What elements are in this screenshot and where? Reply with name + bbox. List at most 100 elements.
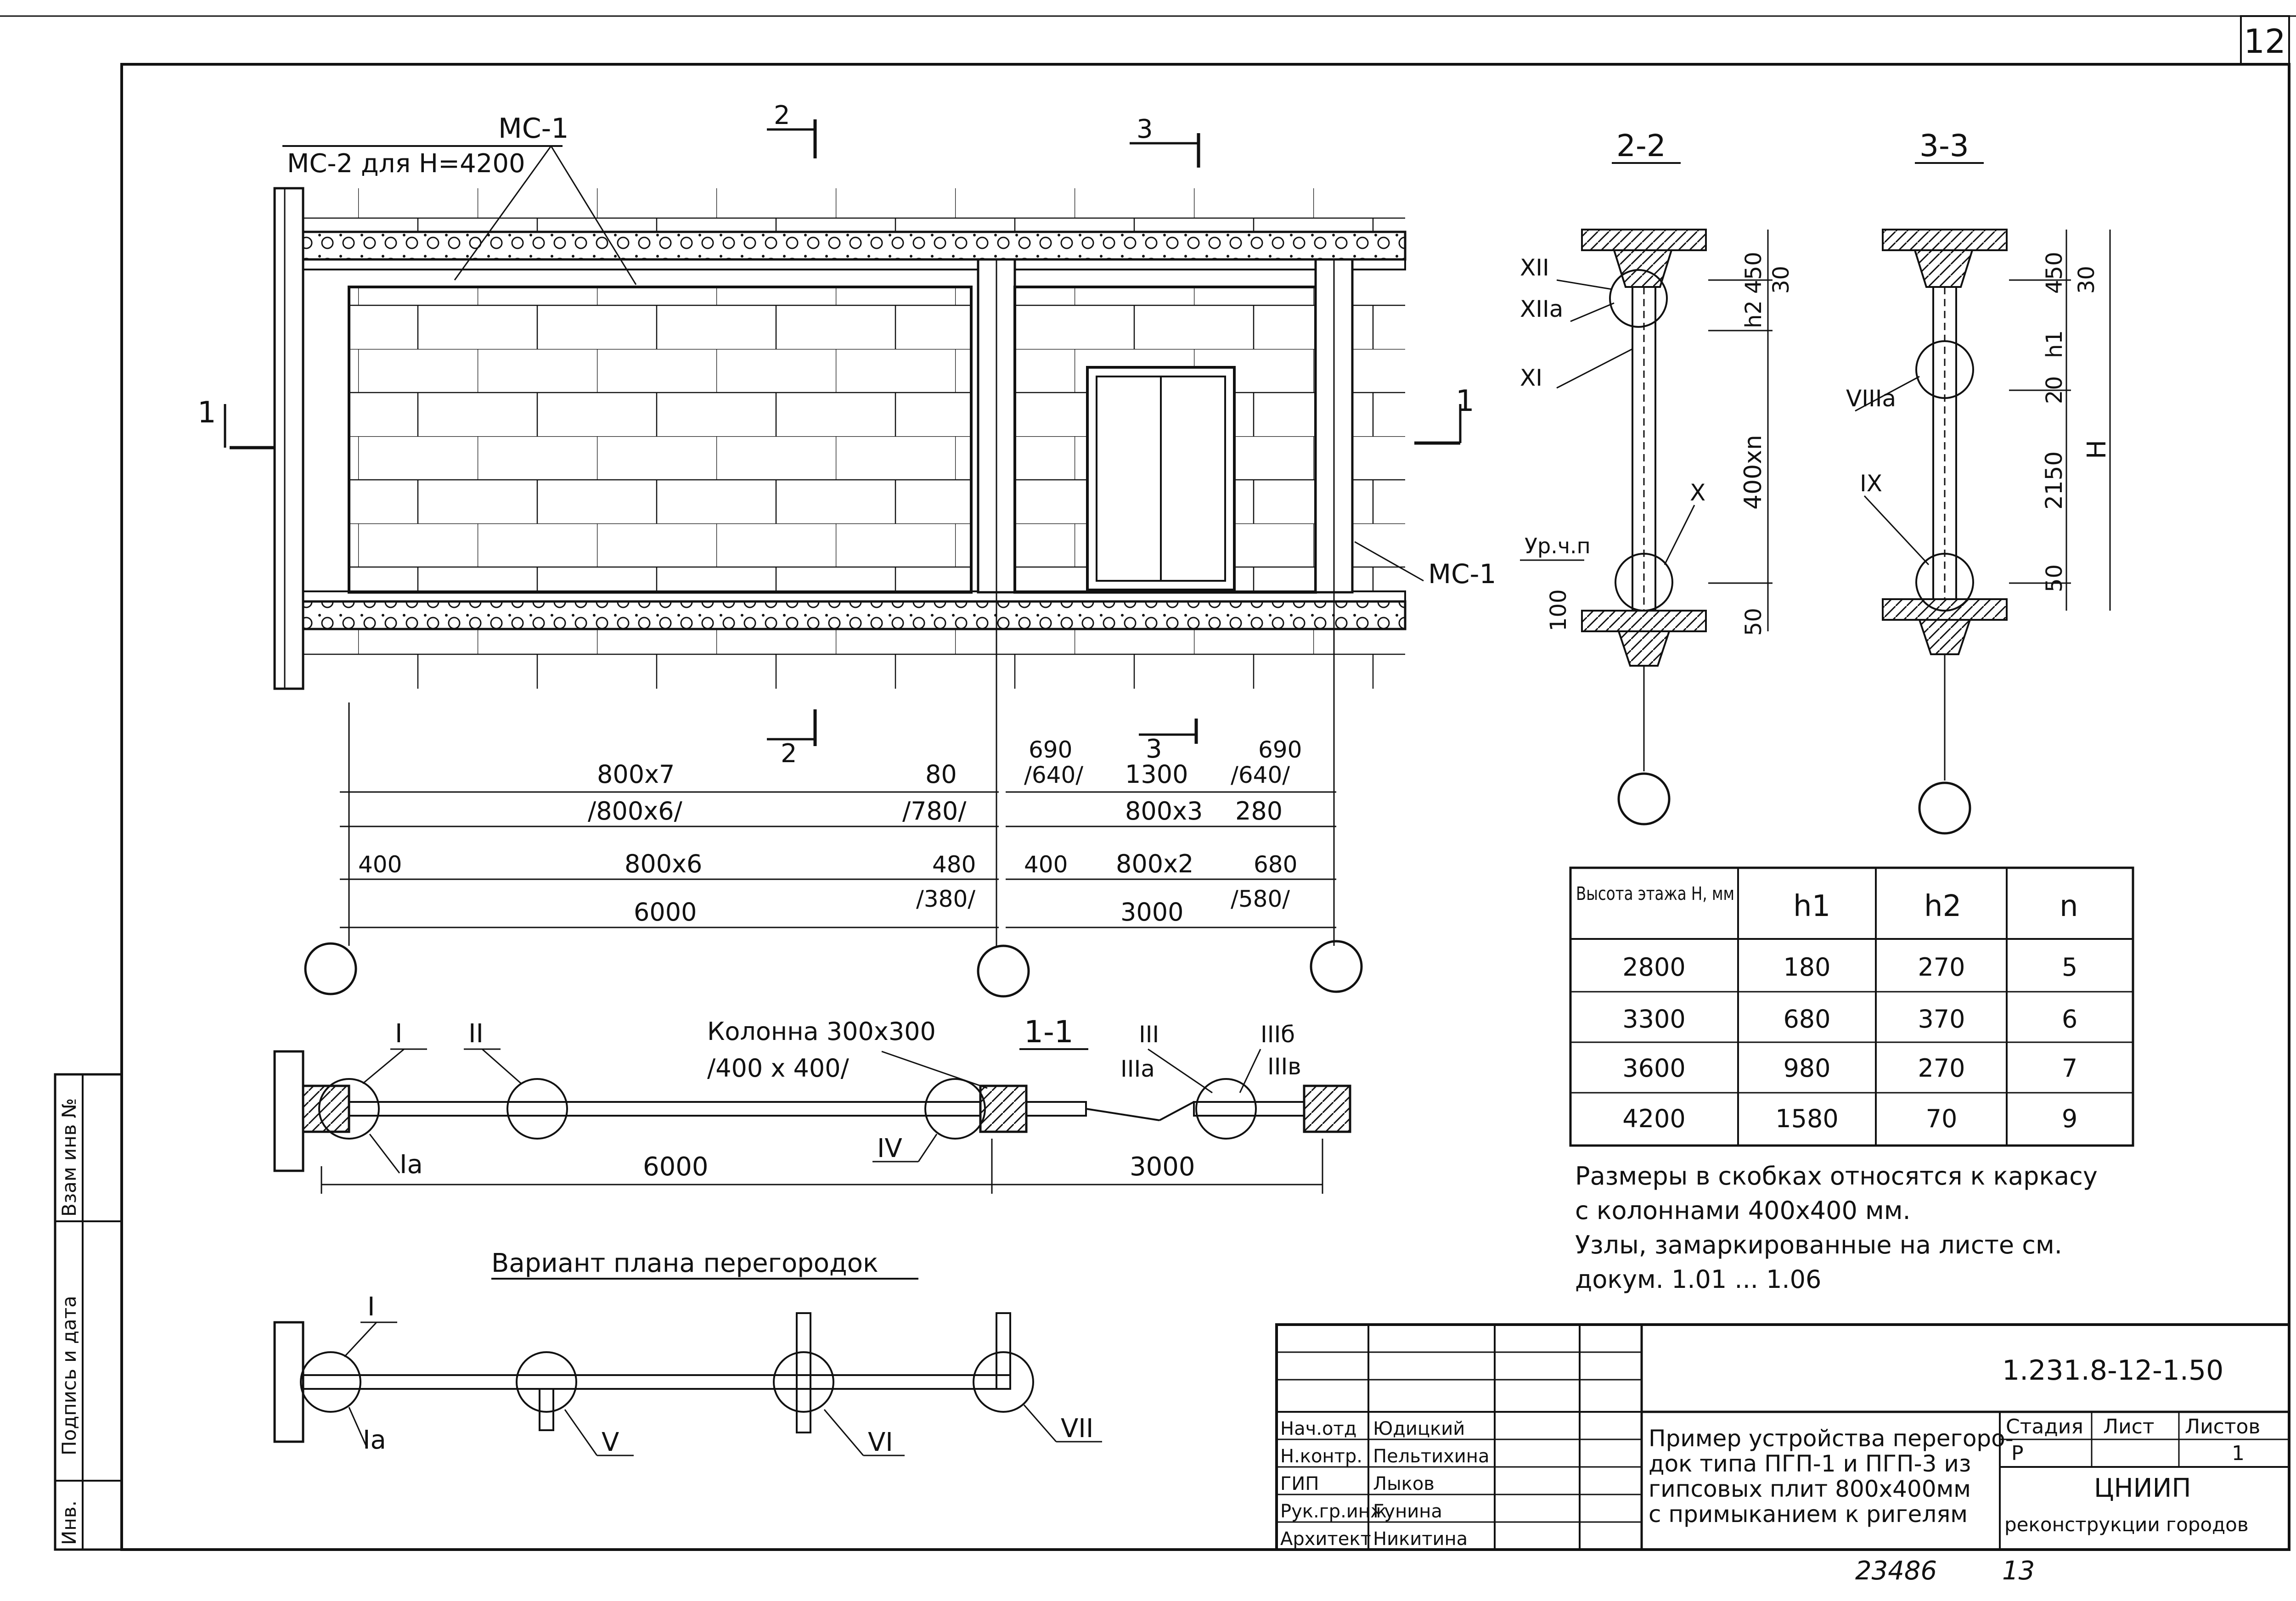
level-label: Ур.ч.п — [1525, 534, 1591, 558]
dim-800x7: 800x7 — [597, 760, 675, 789]
table-cell-r1-c3: 6 — [2062, 1005, 2077, 1034]
person-name-1: Пельтихина — [1373, 1446, 1489, 1467]
column-label: Колонна 300x300 — [707, 1017, 936, 1046]
dim-680: 680 — [1254, 851, 1297, 878]
elevation-dimensions: 800x7 80 /800x6/ /780/ 400 800x6 480 /38… — [304, 629, 1363, 998]
notes: Размеры в скобках относятся к каркасу с … — [1575, 1162, 2098, 1294]
dim-690-right: 690 — [1258, 736, 1302, 763]
sheets-value: 1 — [2232, 1442, 2245, 1465]
note-line-2: с колоннами 400x400 мм. — [1575, 1196, 1911, 1225]
dim-3000: 3000 — [1120, 898, 1183, 927]
sheet-header: Лист — [2103, 1415, 2155, 1438]
note-line-1: Размеры в скобках относятся к каркасу — [1575, 1162, 2098, 1191]
dim-640-left: /640/ — [1024, 762, 1083, 788]
dim-800x6-alt: /800x6/ — [588, 797, 683, 826]
dim-2150: 2150 — [2041, 451, 2067, 510]
node-ia: Ia — [400, 1150, 423, 1180]
sheet-frame: 12 — [0, 15, 2296, 1551]
table-cell-r1-c1: 680 — [1783, 1005, 1830, 1034]
org-line-2: реконструкции городов — [2004, 1513, 2249, 1536]
dim-100-2: 100 — [1546, 589, 1571, 631]
stamp-signature-date: Подпись и дата — [58, 1296, 80, 1455]
node-x: X — [1690, 479, 1705, 506]
section-mark-3-top: 3 — [1137, 114, 1153, 144]
copy-number: 13 — [2002, 1556, 2035, 1586]
axis-bubble-1 — [304, 942, 357, 995]
wall-elevation — [273, 187, 1407, 690]
table-cell-r2-c0: 3600 — [1622, 1054, 1685, 1083]
ms2-label: МС-2 для Н=4200 — [287, 149, 525, 179]
variant-node-i: I — [367, 1292, 375, 1322]
dim-1300: 1300 — [1125, 760, 1188, 789]
dim-h2: h2 — [1741, 300, 1767, 328]
variant-node-vii: VII — [1061, 1414, 1093, 1444]
table-header-h1: h1 — [1793, 889, 1830, 923]
table-header-height: Высота этажа Н, мм — [1576, 883, 1734, 904]
dim-580-alt: /580/ — [1231, 886, 1290, 912]
side-stamp: Инв. Подпись и дата Взам инв № — [54, 1073, 123, 1551]
dim-280: 280 — [1235, 797, 1283, 826]
title-block: 1.231.8-12-1.50 Пример устройства перего… — [1275, 1323, 2290, 1551]
ms1-right-label: МС-1 — [1428, 558, 1496, 590]
title-line-2: док типа ПГП-1 и ПГП-3 из — [1649, 1450, 1971, 1477]
dim-450-3: 450 — [2042, 252, 2067, 294]
person-name-2: Лыков — [1373, 1473, 1435, 1494]
node-xi: XI — [1520, 365, 1542, 391]
node-iiiv: IIIв — [1267, 1053, 1301, 1080]
role-label-4: Архитект — [1280, 1528, 1371, 1550]
table-cell-r2-c2: 270 — [1918, 1054, 1965, 1083]
dim-20: 20 — [2042, 376, 2067, 404]
section-3-3-title: 3-3 — [1919, 128, 1969, 163]
stamp-inv: Инв. — [58, 1500, 80, 1545]
sheets-header: Листов — [2185, 1415, 2260, 1438]
person-name-4: Никитина — [1373, 1528, 1468, 1550]
section-mark-1-right: 1 — [1456, 384, 1474, 418]
table-cell-r0-c0: 2800 — [1622, 953, 1685, 982]
archive-number: 23486 — [1855, 1556, 1937, 1586]
node-ix: IX — [1860, 470, 1882, 497]
dim-380-alt: /380/ — [916, 886, 975, 912]
dim-400-right: 400 — [1024, 851, 1068, 878]
dim-50-2: 50 — [1741, 608, 1767, 636]
dim-30-3: 30 — [2074, 266, 2099, 294]
section-mark-2-top: 2 — [774, 101, 790, 130]
table-cell-r0-c3: 5 — [2062, 953, 2077, 982]
org-line-1: ЦНИИП — [2094, 1473, 2191, 1503]
dim-780-alt: /780/ — [902, 797, 967, 826]
dim-640-right: /640/ — [1231, 762, 1290, 788]
node-xii: XII — [1520, 254, 1549, 281]
dim-450-2: 450 — [1741, 252, 1767, 294]
title-line-4: с примыканием к ригелям — [1649, 1501, 1968, 1528]
stage-value: Р — [2011, 1442, 2024, 1465]
table-cell-r3-c0: 4200 — [1622, 1104, 1685, 1133]
elevation-labels: МС-1 МС-2 для Н=4200 МС-1 2 3 2 3 1 1 — [197, 101, 1496, 769]
plan-dim-3000: 3000 — [1130, 1152, 1195, 1182]
dim-50-3: 50 — [2042, 564, 2067, 592]
note-line-3: Узлы, замаркированные на листе см. — [1575, 1230, 2062, 1259]
section-2-2-title: 2-2 — [1616, 128, 1666, 163]
dim-80: 80 — [925, 760, 957, 789]
dim-480: 480 — [932, 851, 976, 878]
dim-400xn: 400xn — [1739, 435, 1767, 510]
dim-6000: 6000 — [634, 898, 697, 927]
variant-plan-title: Вариант плана перегородок — [491, 1248, 878, 1278]
doc-code: 1.231.8-12-1.50 — [2002, 1354, 2223, 1387]
dim-800x6: 800x6 — [625, 849, 702, 878]
archive-numbers: 23486 13 — [1855, 1556, 2035, 1586]
node-iiia: IIIa — [1120, 1056, 1155, 1082]
node-i: I — [395, 1019, 403, 1049]
column-label-alt: /400 x 400/ — [707, 1054, 850, 1083]
stage-header: Стадия — [2006, 1415, 2083, 1438]
node-iv: IV — [877, 1134, 902, 1163]
role-label-1: Н.контр. — [1280, 1446, 1362, 1467]
node-iiib: IIIб — [1261, 1021, 1295, 1048]
node-viiia: VIIIa — [1846, 385, 1896, 412]
dim-400: 400 — [358, 851, 402, 878]
table-cell-r3-c1: 1580 — [1775, 1104, 1838, 1133]
node-ii: II — [468, 1019, 484, 1049]
person-name-0: Юдицкий — [1373, 1418, 1465, 1439]
dim-800x2: 800x2 — [1116, 849, 1193, 878]
plan-1-1: 1-1 Колонна 300x300 /400 x 400/ I Ia II … — [273, 1014, 1351, 1194]
